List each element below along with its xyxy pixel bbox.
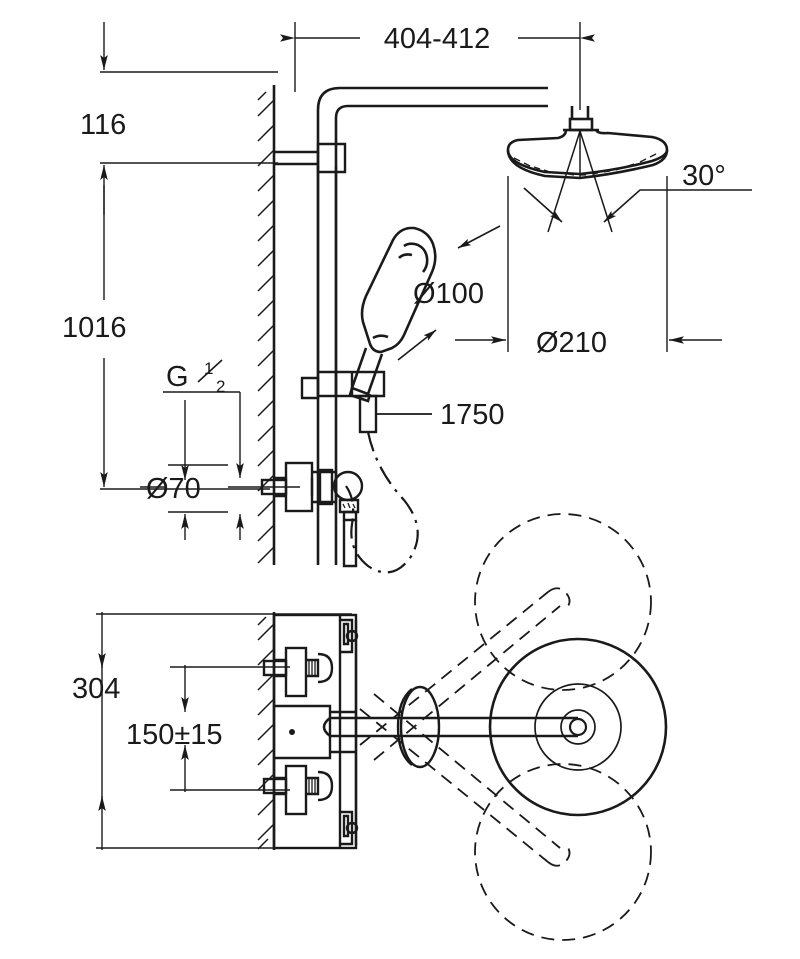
label-head-offset: 116 bbox=[80, 109, 126, 141]
riser-pipe bbox=[316, 86, 548, 565]
dim-outlet-spacing bbox=[170, 665, 290, 792]
thermostatic-mixer-elevation bbox=[260, 461, 364, 568]
label-thread-letter: G bbox=[166, 361, 189, 393]
label-swivel-angle: 30° bbox=[682, 160, 726, 192]
label-outlet-spacing: 150±15 bbox=[126, 719, 223, 751]
sliding-rail bbox=[316, 166, 338, 396]
label-mixer-height: 304 bbox=[72, 673, 120, 705]
wall-hatching-upper bbox=[257, 91, 275, 564]
label-hose-length: 1750 bbox=[440, 399, 505, 431]
hand-shower-holder bbox=[300, 370, 386, 400]
label-top-width: 404-412 bbox=[384, 23, 490, 55]
dim-thread-leader bbox=[163, 391, 244, 480]
dashed-circle-lower bbox=[474, 763, 652, 941]
dim-escutcheon-dia bbox=[140, 464, 300, 540]
dim-hand-shower-dia bbox=[397, 225, 501, 361]
wall-hatching-lower bbox=[257, 616, 275, 850]
dim-head-shower-dia bbox=[455, 176, 722, 352]
label-thread-numerator: 1 bbox=[204, 359, 213, 378]
dimension-lines-upper bbox=[100, 22, 752, 540]
label-hand-shower-dia: Ø100 bbox=[413, 278, 484, 310]
dashed-circle-upper bbox=[474, 513, 652, 691]
dimension-lines-lower bbox=[96, 612, 352, 850]
head-shower bbox=[506, 106, 669, 233]
dim-riser-height bbox=[100, 185, 270, 490]
dim-top-width bbox=[280, 22, 595, 110]
mixer-body-detail bbox=[262, 613, 359, 850]
head-shower-nozzle-texture bbox=[513, 153, 657, 176]
ball-joint-ellipse bbox=[396, 685, 441, 769]
dim-mixer-height bbox=[96, 612, 352, 850]
head-shower-plan bbox=[488, 637, 668, 817]
elevation-view bbox=[257, 85, 669, 574]
label-thread-denominator: 2 bbox=[216, 377, 225, 396]
swivel-range-arms bbox=[359, 587, 571, 867]
label-escutcheon-dia: Ø70 bbox=[146, 473, 201, 505]
label-riser-height: 1016 bbox=[62, 312, 127, 344]
plan-detail-view bbox=[257, 513, 668, 941]
dimension-text-upper: 404-412 116 1016 G 1 2 Ø70 1750 Ø100 Ø21… bbox=[62, 23, 726, 505]
fraction-slash bbox=[197, 359, 223, 383]
swivel-range-circles bbox=[474, 513, 652, 941]
dimension-text-lower: 304 150±15 bbox=[72, 673, 223, 751]
dim-swivel-angle bbox=[523, 187, 752, 223]
wall-bracket-upper bbox=[274, 142, 347, 174]
label-head-shower-dia: Ø210 bbox=[536, 327, 607, 359]
